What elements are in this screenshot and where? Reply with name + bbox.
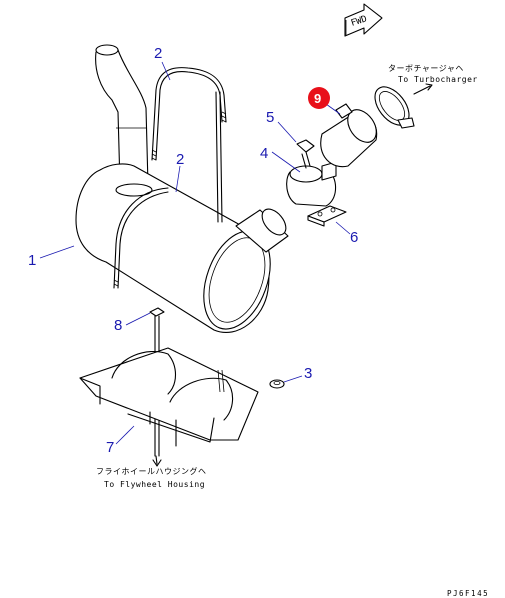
callout-2-lower: 2: [176, 151, 184, 168]
fwd-label: FWD: [350, 14, 369, 29]
leader-lines: [39, 61, 351, 445]
u-bolt-strap: [113, 91, 223, 289]
arrow-head-icon: [425, 83, 433, 91]
turbo-note-jp: ターボチャージャヘ: [388, 64, 464, 73]
flywheel-note-jp: フライホイールハウジングヘ: [96, 466, 207, 476]
muffler: [75, 163, 289, 333]
drawing-code: PJ6F145: [447, 589, 489, 598]
turbo-clamp: [374, 86, 415, 129]
callout-7: 7: [106, 439, 114, 456]
bracket-6: [307, 205, 347, 227]
callout-8: 8: [114, 317, 122, 334]
nut-3: [269, 379, 285, 389]
mounting-bracket: [79, 347, 259, 447]
callout-5: 5: [266, 109, 274, 126]
flywheel-note-en: To Flywheel Housing: [104, 480, 205, 489]
callout-6: 6: [350, 229, 358, 246]
clamp: [286, 161, 337, 207]
callout-9-badge: 9: [308, 87, 330, 109]
flywheel-arrow: [155, 455, 158, 465]
callout-4: 4: [260, 145, 268, 162]
turbo-note-en: To Turbocharger: [398, 75, 478, 84]
u-bolt-upper: [151, 67, 227, 161]
callout-9: 9: [314, 91, 321, 106]
fwd-arrow-icon: [344, 3, 383, 37]
arrow-down-icon: [152, 459, 162, 467]
connector-pipe: [320, 103, 378, 168]
bolt-5: [296, 139, 315, 169]
turbo-direction-arrow: [413, 85, 431, 95]
callout-2-upper: 2: [154, 45, 162, 62]
callout-1: 1: [28, 252, 36, 269]
callout-3: 3: [304, 365, 312, 382]
